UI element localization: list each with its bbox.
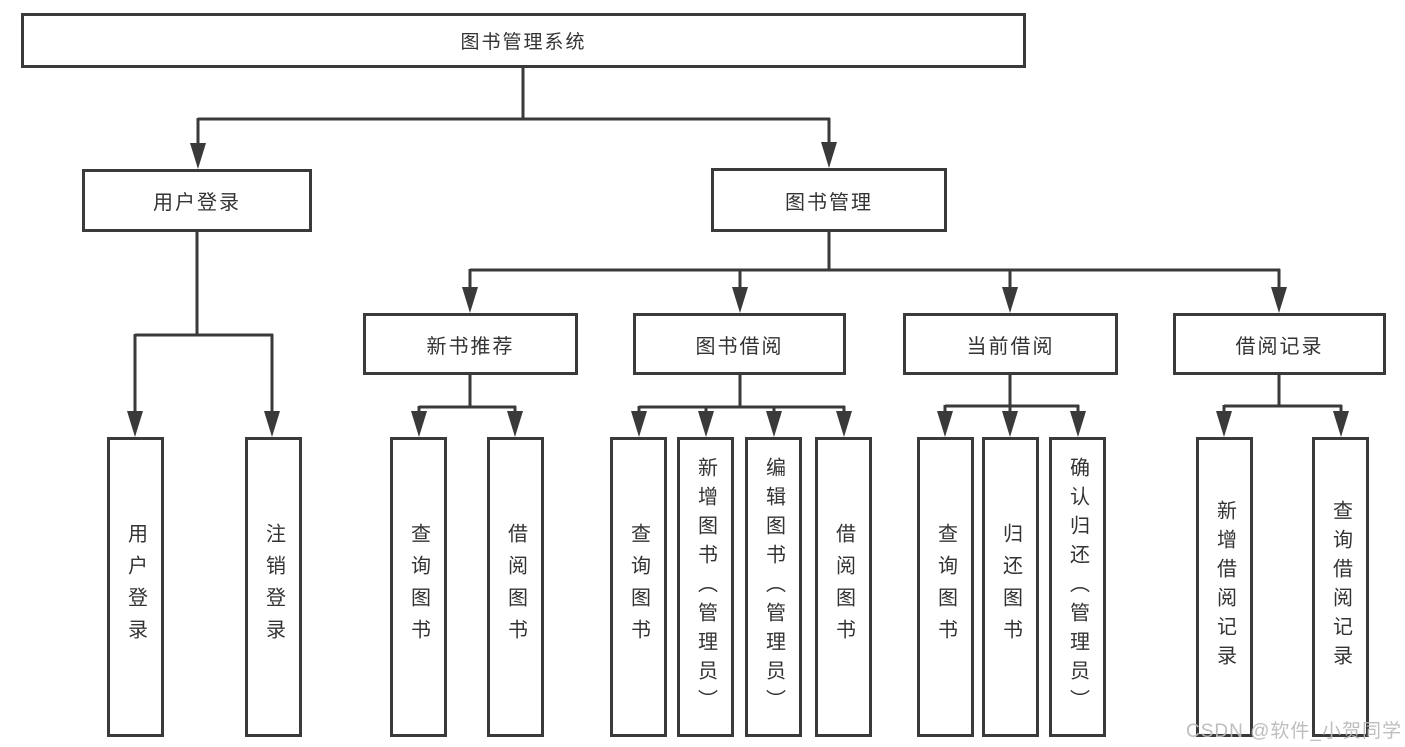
leaf-borrow-add-label: 新增图书（管理员） xyxy=(694,456,717,718)
node-new-books-label: 新书推荐 xyxy=(426,335,515,358)
leaf-records-query: 查询借阅记录 xyxy=(1312,437,1369,737)
leaf-current-return: 归还图书 xyxy=(982,437,1039,737)
leaf-borrow-edit-label: 编辑图书（管理员） xyxy=(762,456,785,718)
leaf-borrow-book-label: 借阅图书 xyxy=(832,523,855,651)
node-root: 图书管理系统 xyxy=(21,13,1026,68)
leaf-logout: 注销登录 xyxy=(245,437,302,737)
leaf-borrow-edit: 编辑图书（管理员） xyxy=(745,437,802,737)
node-book-mgmt-label: 图书管理 xyxy=(785,191,873,214)
leaf-borrow-query: 查询图书 xyxy=(610,437,667,737)
leaf-records-query-label: 查询借阅记录 xyxy=(1329,500,1352,674)
leaf-current-query-label: 查询图书 xyxy=(934,523,957,651)
leaf-borrow-query-label: 查询图书 xyxy=(627,523,650,651)
node-new-books: 新书推荐 xyxy=(363,313,578,375)
csdn-watermark: CSDN @软件_小贺同学 xyxy=(1186,721,1402,742)
leaf-newbooks-query: 查询图书 xyxy=(390,437,447,737)
leaf-newbooks-borrow: 借阅图书 xyxy=(487,437,544,737)
leaf-current-confirm: 确认归还（管理员） xyxy=(1049,437,1106,737)
node-book-mgmt: 图书管理 xyxy=(711,168,947,232)
node-user-login: 用户登录 xyxy=(82,169,312,232)
leaf-current-return-label: 归还图书 xyxy=(999,523,1022,651)
node-book-borrow-label: 图书借阅 xyxy=(695,335,784,358)
leaf-current-confirm-label: 确认归还（管理员） xyxy=(1066,456,1089,718)
node-root-label: 图书管理系统 xyxy=(460,32,587,53)
node-current-borrow-label: 当前借阅 xyxy=(966,335,1055,358)
node-user-login-label: 用户登录 xyxy=(153,192,241,214)
leaf-borrow-add: 新增图书（管理员） xyxy=(677,437,734,737)
leaf-logout-label: 注销登录 xyxy=(262,523,285,651)
node-borrow-records-label: 借阅记录 xyxy=(1235,335,1324,358)
leaf-records-add: 新增借阅记录 xyxy=(1196,437,1253,737)
arrowheads xyxy=(127,142,1349,437)
leaf-current-query: 查询图书 xyxy=(917,437,974,737)
leaf-borrow-book: 借阅图书 xyxy=(815,437,872,737)
node-borrow-records: 借阅记录 xyxy=(1173,313,1386,375)
node-book-borrow: 图书借阅 xyxy=(633,313,846,375)
leaf-user-login: 用户登录 xyxy=(107,437,164,737)
leaf-records-add-label: 新增借阅记录 xyxy=(1213,500,1236,674)
leaf-newbooks-borrow-label: 借阅图书 xyxy=(504,523,527,651)
leaf-newbooks-query-label: 查询图书 xyxy=(407,523,430,651)
leaf-user-login-label: 用户登录 xyxy=(124,523,147,651)
node-current-borrow: 当前借阅 xyxy=(903,313,1118,375)
